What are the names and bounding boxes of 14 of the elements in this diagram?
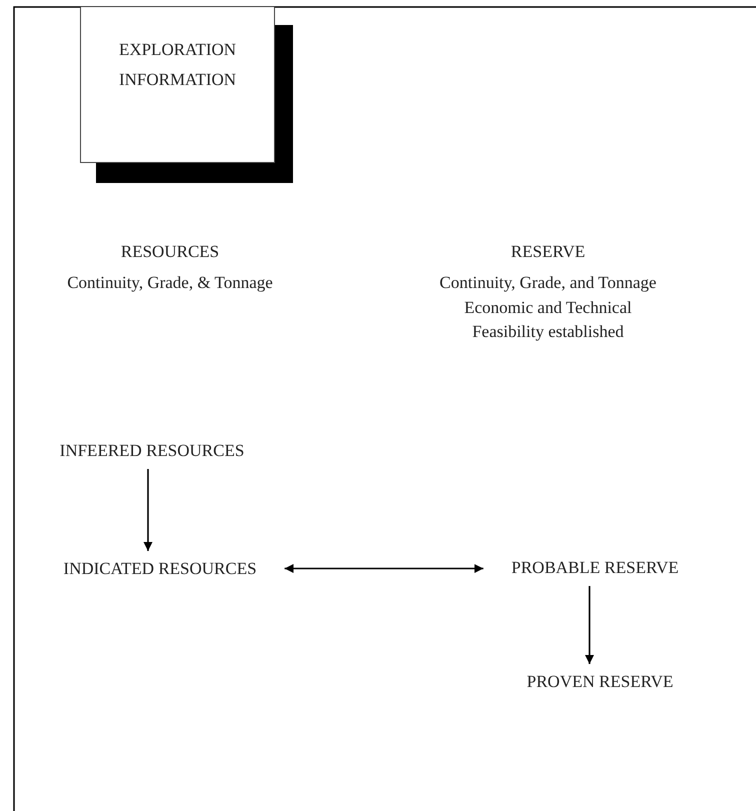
column-heading: RESERVE (510, 241, 586, 263)
column-subheading: Continuity, Grade, and Tonnage (440, 272, 656, 294)
column-heading: RESOURCES (120, 241, 220, 263)
node-label: INFEERED RESOURCES (60, 439, 244, 463)
arrow (284, 564, 484, 573)
column-subheading: Continuity, Grade, & Tonnage (67, 272, 273, 294)
box-title: EXPLORATION INFORMATION (118, 38, 238, 90)
node-label: INDICATED RESOURCES (63, 557, 257, 581)
arrow (144, 469, 152, 551)
arrow (585, 586, 594, 664)
process-box (80, 7, 275, 163)
node-label: PROBABLE RESERVE (511, 556, 679, 580)
column-subheading: Economic and Technical Feasibility established (463, 297, 633, 343)
node-label: PROVEN RESERVE (526, 670, 674, 694)
